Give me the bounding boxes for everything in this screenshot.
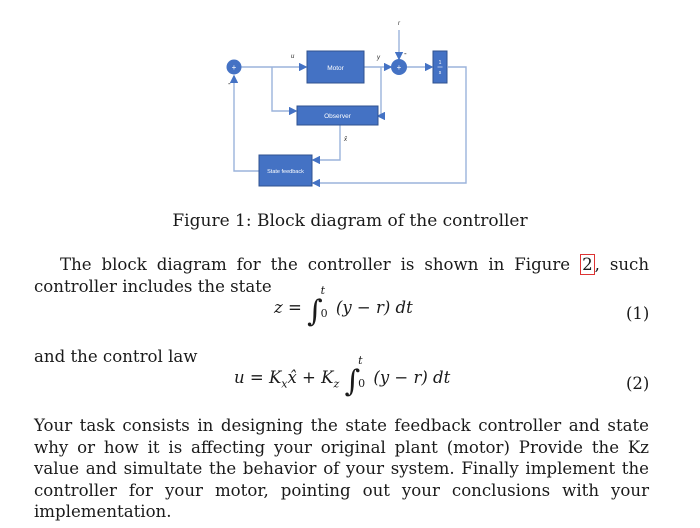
- sum1-minus-sign: -: [228, 79, 231, 88]
- eq1-lhs: z =: [274, 298, 302, 317]
- eq2-z-subscript: z: [333, 377, 340, 391]
- integrator-denominator: s: [439, 70, 442, 76]
- state-feedback-block: [258, 154, 313, 187]
- intro-paragraph: The block diagram for the controller is …: [34, 254, 649, 297]
- sum-junction-1: [226, 59, 242, 75]
- intro-text-part1: The block diagram for the controller is …: [60, 255, 581, 274]
- eq2-xhat-term: x̂ + K: [287, 368, 334, 387]
- wire-y-to-observer: [376, 67, 385, 121]
- sum1-plus-sign: +: [232, 63, 237, 72]
- equation-1-number: (1): [626, 304, 650, 323]
- signal-y-label: y: [376, 55, 381, 61]
- wire-feedback: [229, 74, 259, 172]
- equation-2-number: (2): [626, 374, 650, 393]
- state-feedback-label: State feedback: [267, 169, 304, 175]
- observer-label: Observer: [324, 113, 352, 120]
- motor-block: [306, 50, 365, 84]
- intro-text-part2: , such controller includes the state: [34, 255, 650, 296]
- integrator-numerator: 1: [439, 60, 442, 66]
- signal-u-label: u: [291, 54, 295, 60]
- wire-xhat: [311, 125, 341, 165]
- sum-junction-2: [391, 59, 407, 75]
- eq1-upper-limit: t: [320, 284, 326, 297]
- eq1-integral-sign: ∫: [307, 294, 323, 329]
- eq2-integrand: (y − r) dt: [373, 368, 451, 387]
- eq2-lower-limit: 0: [358, 377, 366, 390]
- motor-label: Motor: [327, 65, 344, 72]
- signal-r-label: r: [398, 21, 401, 27]
- wire-u-to-observer: [271, 67, 298, 116]
- wire-z: [311, 66, 467, 188]
- eq2-x-subscript: x: [281, 377, 288, 391]
- sum2-plus-sign: +: [397, 63, 402, 72]
- observer-block: [296, 105, 379, 126]
- sum2-minus-sign: -: [404, 49, 407, 58]
- task-paragraph: Your task consists in designing the stat…: [34, 416, 649, 521]
- signal-xhat-label: x̂: [343, 137, 348, 143]
- figure-caption: Figure 1: Block diagram of the controlle…: [172, 211, 528, 231]
- eq2-lhs: u = K: [234, 368, 282, 387]
- eq2-upper-limit: t: [358, 354, 363, 367]
- eq2-integral-sign: ∫: [344, 364, 361, 399]
- eq1-integrand: (y − r) dt: [335, 298, 413, 317]
- eq1-lower-limit: 0: [320, 307, 328, 320]
- controller-block-diagram: + - Motor + - 1 s Observer State feedbac…: [226, 21, 467, 188]
- figure-reference-link[interactable]: 2: [580, 254, 595, 275]
- control-law-text: and the control law: [34, 347, 198, 366]
